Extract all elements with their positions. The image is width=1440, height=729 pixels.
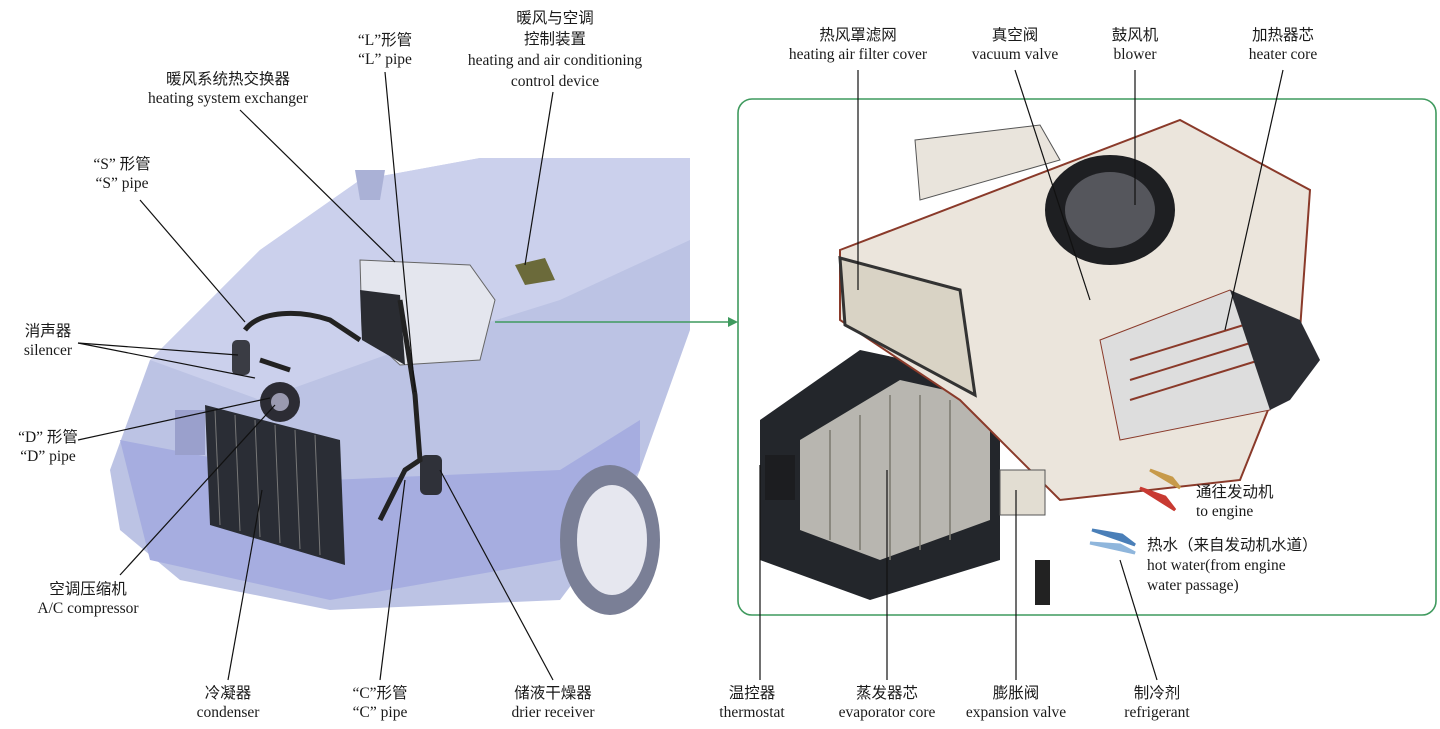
label-zh: 制冷剂: [1133, 685, 1181, 702]
label-zh: 储液干燥器: [514, 685, 592, 702]
label-en: condenser: [196, 704, 260, 721]
label-en: thermostat: [719, 704, 785, 721]
label-en: A/C compressor: [37, 600, 139, 617]
label-refrigerant: 制冷剂 refrigerant: [1124, 684, 1189, 722]
label-zh: 温控器: [728, 685, 776, 702]
label-en: refrigerant: [1124, 704, 1190, 721]
label-drier-receiver: 储液干燥器 drier receiver: [511, 684, 594, 722]
label-zh: 真空阀: [991, 27, 1039, 44]
label-l-pipe: “L”形管 “L” pipe: [358, 31, 412, 69]
label-expansion-valve: 膨胀阀 expansion valve: [966, 684, 1066, 722]
label-zh: 暖风与空调: [516, 10, 594, 27]
label-zh: “L”形管: [357, 32, 413, 49]
label-s-pipe: “S” 形管 “S” pipe: [93, 155, 150, 193]
label-zh: 热风罩滤网: [819, 27, 897, 44]
label-en: to engine: [1196, 503, 1254, 520]
label-zh: 冷凝器: [204, 685, 252, 702]
label-en: heating and air conditioning: [467, 52, 643, 69]
label-en: heater core: [1248, 46, 1318, 63]
label-zh: “S” 形管: [93, 156, 151, 173]
label-en: silencer: [23, 342, 73, 359]
label-vacuum-valve: 真空阀 vacuum valve: [972, 26, 1059, 64]
label-hot-water: 热水（来自发动机水道） hot water(from engine water pa…: [1147, 536, 1318, 596]
label-zh: 通往发动机: [1196, 484, 1274, 501]
pipes: [243, 299, 423, 522]
detail-frame: [737, 98, 1437, 616]
label-control-device: 暖风与空调控制装置 heating and air conditioning con…: [468, 8, 642, 92]
label-en: control device: [510, 73, 600, 90]
coolant-arrows: [1089, 468, 1182, 555]
label-heater-core: 加热器芯 heater core: [1249, 26, 1317, 64]
label-zh: 加热器芯: [1251, 27, 1314, 44]
leader-lines: [77, 69, 1284, 681]
label-en: “S” pipe: [95, 175, 149, 192]
label-d-pipe: “D” 形管 “D” pipe: [18, 428, 78, 466]
label-condenser: 冷凝器 condenser: [197, 684, 260, 722]
label-en: “C” pipe: [352, 704, 408, 721]
condenser: [205, 405, 345, 565]
label-zh: 蒸发器芯: [855, 685, 919, 702]
label-en: heating air filter cover: [788, 46, 928, 63]
label-zh: “D” 形管: [18, 429, 78, 446]
label-en: “L” pipe: [358, 51, 412, 68]
label-en: drier receiver: [511, 704, 595, 721]
label-zh: 热水（来自发动机水道）: [1147, 537, 1318, 554]
label-en: hot water(from engine: [1147, 557, 1286, 574]
label-en: blower: [1113, 46, 1157, 63]
label-zh: 空调压缩机: [49, 581, 127, 598]
label-evaporator-core: 蒸发器芯 evaporator core: [839, 684, 936, 722]
label-blower: 鼓风机 blower: [1112, 26, 1159, 64]
hvac-unit: [760, 118, 1320, 605]
label-en: water passage): [1147, 577, 1239, 594]
label-thermostat: 温控器 thermostat: [719, 684, 784, 722]
label-zh: 暖风系统热交换器: [165, 71, 291, 88]
label-heating-exchanger: 暖风系统热交换器 heating system exchanger: [148, 70, 308, 108]
label-en: expansion valve: [965, 704, 1067, 721]
label-silencer: 消声器 silencer: [24, 322, 72, 360]
heating-exchanger: [359, 259, 496, 366]
label-en: evaporator core: [838, 704, 936, 721]
drier-receiver: [420, 455, 442, 495]
label-filter-cover: 热风罩滤网 heating air filter cover: [789, 26, 927, 64]
label-en: vacuum valve: [971, 46, 1059, 63]
label-en: heating system exchanger: [147, 90, 309, 107]
silencer: [232, 340, 250, 375]
label-compressor: 空调压缩机 A/C compressor: [37, 580, 138, 618]
label-zh: 消声器: [24, 323, 72, 340]
label-zh: 控制装置: [523, 31, 586, 48]
label-en: “D” pipe: [20, 448, 76, 465]
label-zh: 鼓风机: [1111, 27, 1159, 44]
label-zh: 膨胀阀: [992, 685, 1040, 702]
label-to-engine: 通往发动机 to engine: [1196, 483, 1274, 521]
label-zh: “C”形管: [352, 685, 408, 702]
label-c-pipe: “C”形管 “C” pipe: [352, 684, 407, 722]
